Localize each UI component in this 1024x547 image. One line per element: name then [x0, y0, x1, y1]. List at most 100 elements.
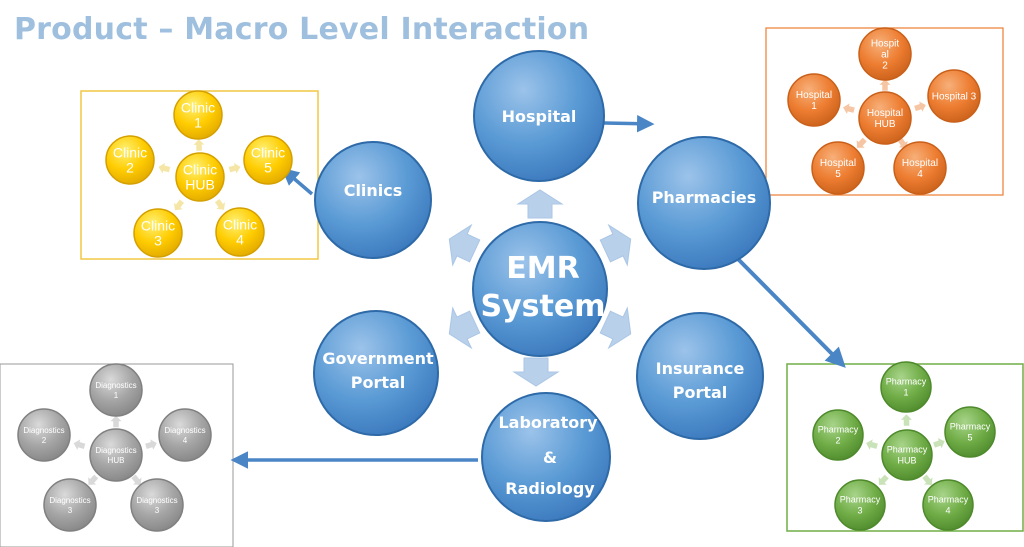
center-block-arrows — [448, 189, 632, 387]
clinics-hub-node-label-line1: Clinic — [183, 161, 217, 177]
node-laboratory-label-line3: Radiology — [505, 479, 595, 498]
clinics-node-2-label-line1: Clinic — [113, 144, 147, 160]
cluster-diagnostics-spoke-arrow — [109, 415, 123, 428]
node-laboratory-label-line1: Laboratory — [498, 413, 598, 432]
block-arrow-up — [516, 189, 564, 219]
diagnostics-node-3-label-line2: 3 — [68, 506, 73, 515]
pharmacies-node-3-label-line2: 3 — [857, 506, 862, 516]
pharmacies-node-1-label-line2: 1 — [903, 388, 908, 398]
cluster-clinics-spoke-arrow — [214, 198, 226, 211]
clinics-to-cluster-arrow — [281, 167, 314, 196]
diagnostics-hub-node-label-line1: Diagnostics — [95, 446, 136, 455]
cluster-diagnostics-spoke-arrow — [130, 473, 143, 486]
hospitals-node-5-label-line1: Hospital — [820, 158, 856, 169]
hospitals-node-2-label-line1: Hospit — [871, 39, 900, 50]
pharmacies-node-4-label-line2: 4 — [945, 506, 950, 516]
cluster-pharmacies-spoke-arrow — [899, 413, 914, 427]
pharmacies-node-1-label-line1: Pharmacy — [886, 377, 927, 387]
hospital-to-cluster-arrow — [603, 114, 655, 133]
hospitals-hub-node-label-line1: Hospital — [867, 108, 903, 119]
node-clinics[interactable]: Clinics — [314, 141, 432, 259]
node-hospital[interactable]: Hospital — [473, 50, 605, 182]
node-pharmacies[interactable]: Pharmacies — [637, 136, 771, 270]
node-insurance-label-line1: Insurance — [656, 359, 745, 378]
clinics-node-3-label-line1: Clinic — [141, 217, 175, 233]
cluster-clinics-spoke-arrow — [173, 198, 185, 211]
hospitals-hub-node-label-line2: HUB — [874, 119, 895, 130]
cluster-hospitals-spoke-arrow — [842, 102, 856, 116]
clinics-hub-node-label-line2: HUB — [185, 176, 215, 192]
sub-clusters: Clinic1Clinic2Clinic3Clinic4Clinic5Clini… — [17, 27, 996, 532]
clinics-node-5-label-line1: Clinic — [251, 144, 285, 160]
cluster-diagnostics: Diagnostics1Diagnostics2Diagnostics3Diag… — [17, 363, 212, 532]
diagnostics-node-3-label-line1: Diagnostics — [49, 496, 90, 505]
node-government-portal[interactable]: Government Portal — [313, 310, 439, 436]
pharmacies-to-cluster-arrow — [733, 254, 846, 368]
page-title: Product – Macro Level Interaction — [14, 12, 590, 47]
cluster-clinics: Clinic1Clinic2Clinic3Clinic4Clinic5Clini… — [105, 90, 293, 258]
hospitals-node-4-label-line1: Hospital — [902, 158, 938, 169]
cluster-pharmacies-spoke-arrow — [932, 437, 946, 450]
block-arrow-upper-left — [448, 223, 481, 267]
hospitals-node-3[interactable]: Hospital 3 — [927, 69, 981, 123]
diagnostics-node-5-label-line2: 4 — [183, 436, 188, 445]
pharmacies-node-3-label-line1: Pharmacy — [840, 495, 881, 505]
pharmacies-node-2-label-line1: Pharmacy — [818, 425, 859, 435]
center-label-line1: EMR — [506, 251, 579, 286]
cluster-hospitals-spoke-arrow — [913, 100, 927, 114]
pharmacies-hub-node-label-line1: Pharmacy — [887, 445, 928, 455]
clinics-node-3-label-line2: 3 — [154, 232, 162, 248]
cluster-pharmacies-spoke-arrow — [865, 438, 879, 452]
clinics-node-2-label-line2: 2 — [126, 159, 134, 175]
cluster-pharmacies: Pharmacy1Pharmacy2Pharmacy3Pharmacy4Phar… — [812, 361, 996, 531]
diagnostics-node-5-label-line1: Diagnostics — [164, 426, 205, 435]
node-emr-center[interactable]: EMR System — [472, 221, 608, 357]
node-insurance-label-line2: Portal — [673, 383, 728, 402]
diagnostics-node-1-label-line2: 1 — [114, 391, 119, 400]
node-laboratory-radiology[interactable]: Laboratory & Radiology — [481, 392, 611, 522]
hospitals-node-2-label-line2: al — [881, 50, 889, 61]
center-label-line2: System — [481, 289, 606, 324]
diagnostics-node-4-label-line1: Diagnostics — [136, 496, 177, 505]
clinics-node-4-label-line2: 4 — [236, 231, 244, 247]
diagnostics-node-1-label-line1: Diagnostics — [95, 381, 136, 390]
block-arrow-down — [512, 357, 560, 387]
clinics-node-4-label-line1: Clinic — [223, 216, 257, 232]
cluster-hospitals-spoke-arrow — [878, 78, 892, 92]
pharmacies-node-5-label-line1: Pharmacy — [950, 422, 991, 432]
node-laboratory-label-line2: & — [543, 448, 557, 467]
node-clinics-label: Clinics — [344, 181, 403, 200]
cluster-clinics-spoke-arrow — [228, 161, 242, 175]
node-insurance-portal[interactable]: Insurance Portal — [636, 312, 764, 440]
cluster-diagnostics-spoke-arrow — [144, 438, 158, 452]
node-government-label-line1: Government — [322, 349, 434, 368]
cluster-diagnostics-spoke-arrow — [87, 473, 99, 486]
hospitals-node-1-label-line1: Hospital — [796, 90, 832, 101]
clinics-node-5-label-line2: 5 — [264, 159, 272, 175]
